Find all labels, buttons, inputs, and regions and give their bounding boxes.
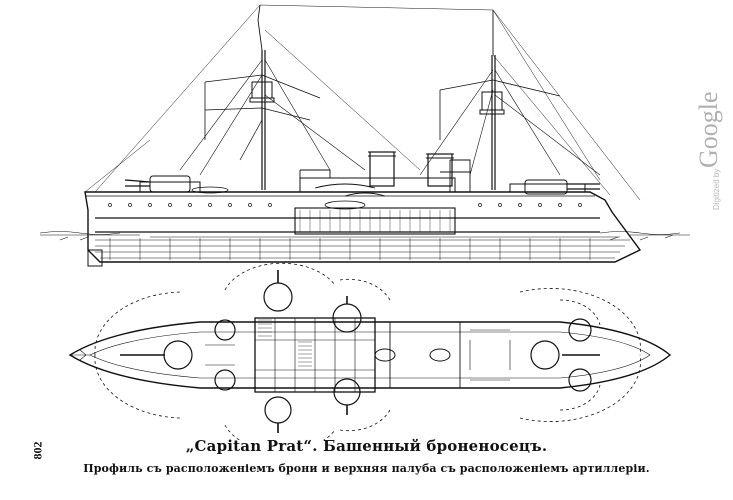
rudder [87, 249, 103, 267]
rigging-stays [84, 4, 611, 196]
fore-funnel [369, 151, 395, 187]
deck-guns [120, 270, 600, 433]
armor-belt [95, 217, 600, 233]
portholes [108, 203, 582, 207]
deck-hull-outline [68, 321, 672, 389]
fore-mast [179, 4, 366, 190]
ship-deck-plan [68, 262, 672, 440]
deck-funnel-aft [429, 348, 451, 362]
watermark: Digitized by Google [690, 70, 730, 210]
waterline-hatching [39, 231, 690, 241]
deck-turrets [163, 282, 592, 424]
ship-profile-view [39, 4, 690, 267]
main-mast [419, 9, 641, 201]
page-number-text: 802 [30, 441, 45, 460]
watermark-prefix: Digitized by [712, 168, 721, 210]
page-number: 802 [30, 440, 46, 464]
aft-turret-profile [524, 179, 568, 195]
caption-title: „Capitan Prat“. Башенный броненосецъ. [185, 437, 548, 455]
hull-outline [84, 191, 642, 263]
ship-drawing [39, 4, 690, 440]
caption-subtitle: Профиль съ расположеніемъ брони и верхня… [83, 462, 650, 475]
deck-funnel-fore [374, 348, 396, 362]
fore-turret-profile [149, 175, 191, 193]
arcs-of-fire [94, 262, 641, 440]
watermark-logo: Google [694, 91, 723, 168]
watermark-rotated: Digitized by Google [690, 70, 730, 210]
